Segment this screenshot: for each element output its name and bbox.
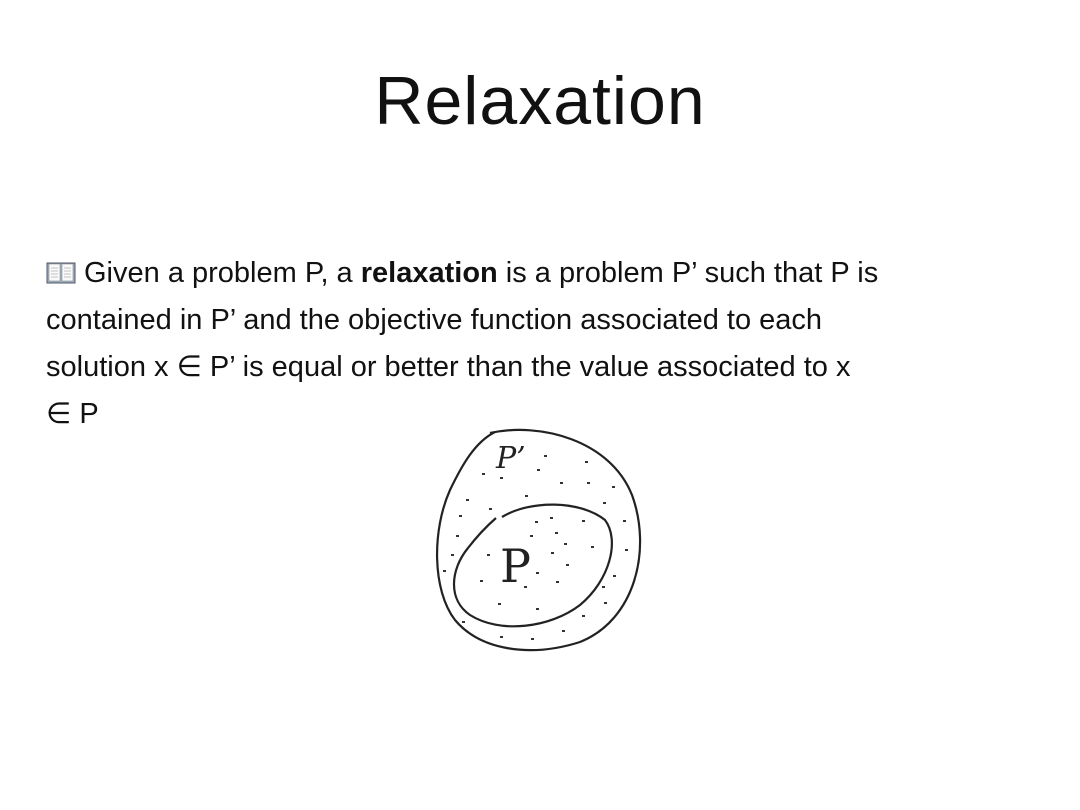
text: contained in bbox=[46, 304, 211, 336]
symbol-x: x bbox=[154, 351, 169, 383]
definition-line-2: contained in P’ and the objective functi… bbox=[46, 297, 1056, 344]
relaxation-sketch: P’ P bbox=[436, 428, 642, 652]
symbol-p-prime: P’ bbox=[210, 304, 236, 336]
text: and the objective function associated to… bbox=[235, 304, 823, 336]
outer-set-label: P’ bbox=[495, 441, 526, 476]
slide-title: Relaxation bbox=[374, 63, 706, 139]
symbol-element-of: ∈ bbox=[46, 398, 80, 430]
inner-set-boundary bbox=[452, 503, 613, 628]
symbol-p-prime: P’ bbox=[209, 351, 235, 383]
text: such that bbox=[696, 257, 831, 289]
text: is a problem bbox=[497, 257, 672, 289]
symbol-p: P bbox=[830, 257, 850, 289]
solution-dots bbox=[443, 455, 628, 640]
text: is equal or better than the value associ… bbox=[234, 351, 836, 383]
symbol-p: P bbox=[304, 257, 321, 289]
definition-line-3: solution x ∈ P’ is equal or better than … bbox=[46, 344, 1056, 391]
open-book-icon bbox=[46, 262, 76, 284]
symbol-element-of: ∈ bbox=[168, 351, 210, 383]
text: solution bbox=[46, 351, 155, 383]
text: Given a problem bbox=[84, 257, 305, 289]
text: , a bbox=[320, 257, 361, 289]
symbol-p: P bbox=[79, 398, 99, 430]
definition-line-1: Given a problem P, a relaxation is a pro… bbox=[46, 250, 1056, 297]
term-relaxation: relaxation bbox=[360, 257, 498, 289]
symbol-x: x bbox=[835, 351, 851, 383]
text: is bbox=[849, 257, 879, 289]
definition-text: Given a problem P, a relaxation is a pro… bbox=[46, 250, 1056, 438]
inner-set-label: P bbox=[500, 539, 531, 593]
outer-set-boundary bbox=[436, 428, 642, 652]
symbol-p-prime: P’ bbox=[671, 257, 697, 289]
definition-line-4: ∈ P bbox=[46, 391, 1056, 438]
